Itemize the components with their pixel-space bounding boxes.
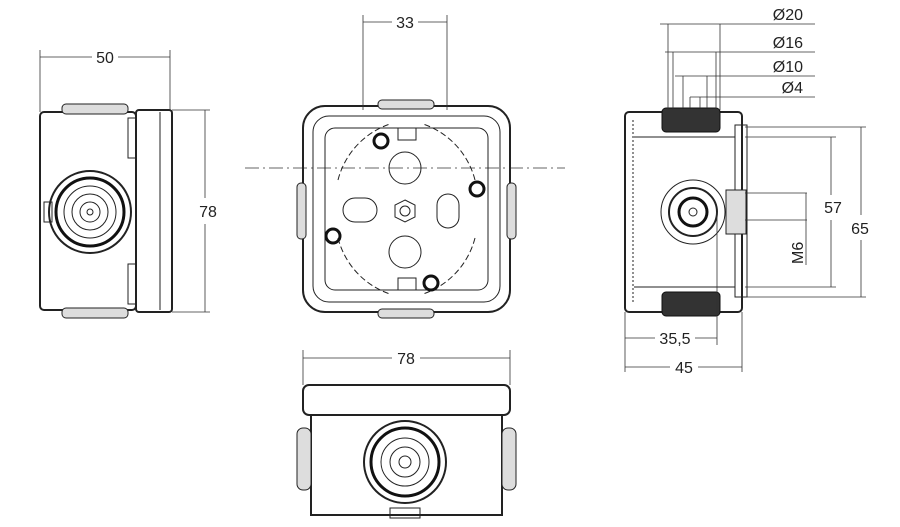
bottom-width-dimension: 78 xyxy=(397,351,415,368)
section-view: Ø20 Ø16 Ø10 Ø4 M6 57 65 35,5 45 xyxy=(624,7,869,377)
diameter-4: Ø4 xyxy=(782,80,803,97)
height-dimension: 78 xyxy=(199,204,217,221)
diameter-20: Ø20 xyxy=(773,7,803,24)
cable-gland xyxy=(48,170,132,254)
spacing-dimension: 33 xyxy=(396,15,414,32)
bottom-view: 78 xyxy=(296,350,517,519)
outer-depth-dimension: 45 xyxy=(675,360,693,377)
top-view: 33 xyxy=(245,15,565,319)
outer-height-dimension: 65 xyxy=(851,221,869,238)
diameter-16: Ø16 xyxy=(773,35,803,52)
inner-height-dimension: 57 xyxy=(824,200,842,217)
inner-depth-dimension: 35,5 xyxy=(659,331,690,348)
side-view: 50 78 xyxy=(39,50,217,319)
width-dimension: 50 xyxy=(96,50,114,67)
front-cable-gland xyxy=(363,420,447,504)
thread-label: M6 xyxy=(790,242,807,264)
diameter-10: Ø10 xyxy=(773,59,803,76)
